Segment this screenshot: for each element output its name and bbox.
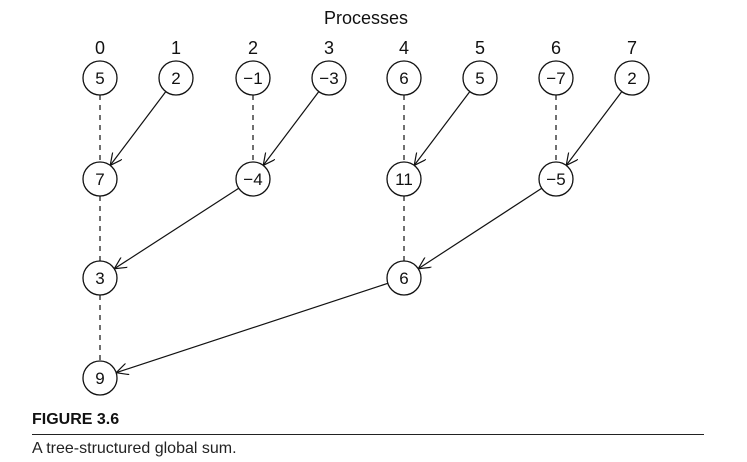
process-id-1: 1 [171,38,181,58]
diagram-title: Processes [324,8,408,28]
node-value: 6 [399,269,408,288]
process-id-0: 0 [95,38,105,58]
tree-sum-diagram: Processes 0 1 2 3 4 5 6 7 5 2 −1 −3 6 5 −7 2 7 −4 11 −5 3 6 9 [82,8,650,396]
node-circle [311,60,347,96]
process-id-6: 6 [551,38,561,58]
node-circle [538,60,574,96]
node-circle [235,60,271,96]
node-value: 3 [95,269,104,288]
figure-label: FIGURE 3.6 [32,411,120,428]
node-value: 5 [95,69,104,88]
figure-caption: A tree-structured global sum. [32,440,237,457]
node-value: 7 [95,170,104,189]
node-L1-0: 7 [82,161,118,197]
node-circle [82,360,118,396]
process-id-4: 4 [399,38,409,58]
node-value: 5 [475,69,484,88]
node-value: −5 [546,170,565,189]
node-value: −1 [243,69,262,88]
node-circle [82,260,118,296]
node-value: −3 [319,69,338,88]
node-circle [386,60,422,96]
caption-divider [32,434,704,435]
node-circle [462,60,498,96]
node-value: 9 [95,369,104,388]
node-value: −7 [546,69,565,88]
process-id-3: 3 [324,38,334,58]
sum-arrow-L1N1-L2N0 [114,187,240,269]
sum-arrow-L1N3-L2N1 [418,187,543,268]
node-circle [614,60,650,96]
sum-arrow-L0N5-L1N2 [414,91,471,166]
sum-arrow-L0N7-L1N3 [566,91,623,166]
node-L2-0: 3 [82,260,118,296]
node-value: 11 [395,170,413,189]
node-circle [386,260,422,296]
node-L2-1: 6 [386,260,422,296]
node-L0-2: −1 [235,60,271,96]
node-L1-1: −4 [235,161,271,197]
node-L0-7: 2 [614,60,650,96]
process-id-7: 7 [627,38,637,58]
node-L1-2: 11 [386,161,422,197]
node-L0-3: −3 [311,60,347,96]
node-circle [82,161,118,197]
node-L0-0: 5 [82,60,118,96]
node-L0-4: 6 [386,60,422,96]
node-circle [235,161,271,197]
node-value: −4 [243,170,262,189]
node-L0-5: 5 [462,60,498,96]
process-id-5: 5 [475,38,485,58]
sum-arrow-L2N1-L3N0 [116,282,389,372]
process-id-2: 2 [248,38,258,58]
node-L3-0: 9 [82,360,118,396]
node-circle [158,60,194,96]
node-value: 6 [399,69,408,88]
node-circle [386,161,422,197]
sum-arrow-L0N3-L1N1 [263,91,320,166]
node-circle [538,161,574,197]
node-circle [82,60,118,96]
sum-arrow-L0N1-L1N0 [110,91,167,166]
node-value: 2 [171,69,180,88]
node-value: 2 [627,69,636,88]
node-L0-6: −7 [538,60,574,96]
node-L0-1: 2 [158,60,194,96]
node-L1-3: −5 [538,161,574,197]
